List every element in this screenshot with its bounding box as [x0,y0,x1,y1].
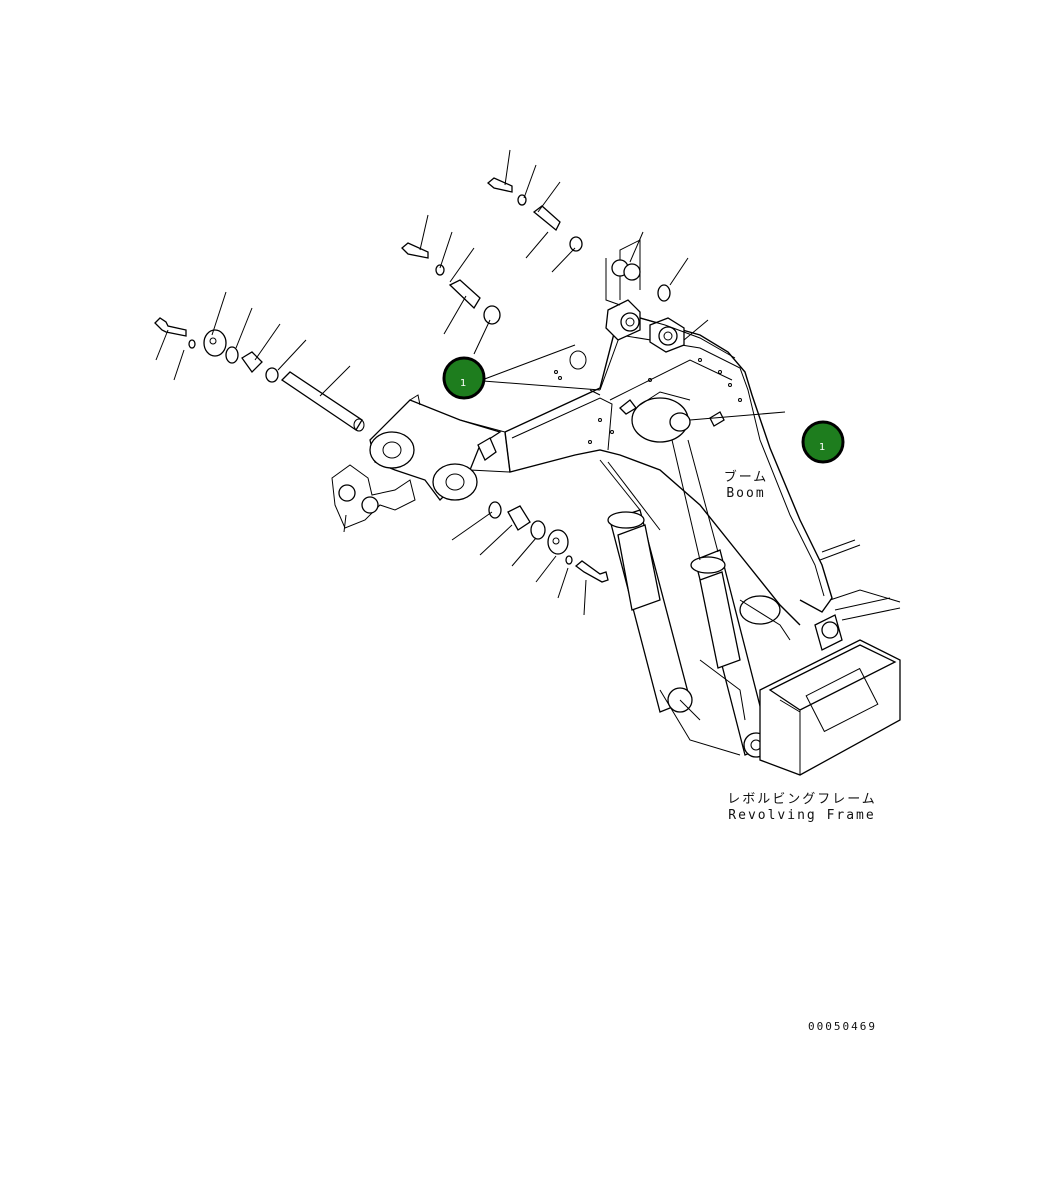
revolving-frame [659,539,901,776]
pin-parts-left [154,317,365,432]
callout-1-right[interactable]: 1 [801,420,845,464]
pin-parts-top [401,177,671,370]
revolving-frame-label-jp: レボルビングフレーム [727,792,877,807]
drawing-number: 00050469 [808,1020,877,1033]
leader-lines [155,149,786,616]
boom-label-jp: ブーム [723,470,769,485]
svg-text:1: 1 [460,378,466,389]
boom [459,239,833,626]
svg-text:1: 1 [819,442,825,453]
pin-parts-bottom [488,501,609,583]
boom-label-en: Boom [726,486,766,501]
revolving-frame-label-en: Revolving Frame [728,808,876,823]
boom-foot-link [331,394,502,529]
boom-cylinders [599,439,771,758]
callout-1-left[interactable]: 1 [442,356,486,400]
